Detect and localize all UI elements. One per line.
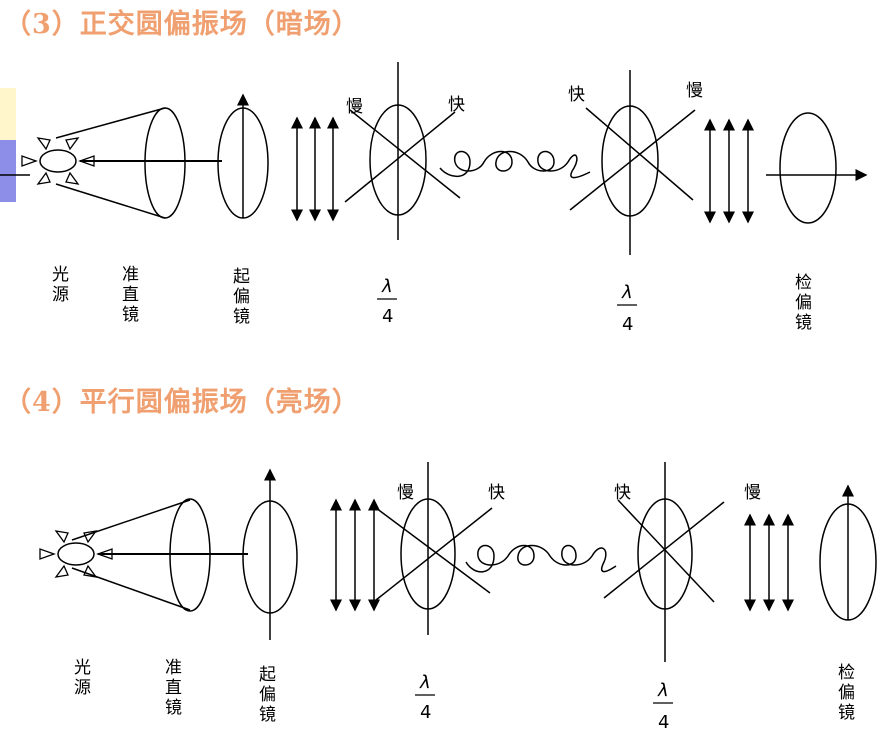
analyzer-label: 检 偏 镜 <box>838 663 860 723</box>
section-title-parallel-circular: （4）平行圆偏振场（亮场） <box>4 387 360 418</box>
slow-axis-label: 慢 <box>346 96 363 117</box>
quarter-wave-plate-1 <box>344 62 461 240</box>
circular-polarization-helix <box>439 150 591 179</box>
polarizer <box>242 468 298 640</box>
polarizer <box>217 93 269 219</box>
vertical-polarization-arrows-1 <box>330 498 380 612</box>
svg-text:4: 4 <box>382 306 393 327</box>
quarter-wave-plate-2 <box>603 462 725 662</box>
quarter-wave-label-2: λ 4 <box>617 282 637 335</box>
fast-axis-label: 快 <box>614 483 631 503</box>
vertical-polarization-arrows-2 <box>704 118 754 224</box>
svg-text:λ: λ <box>621 282 633 303</box>
quarter-wave-plate-1 <box>375 462 493 635</box>
analyzer-label: 检 偏 镜 <box>795 273 817 333</box>
light-source-label: 光 源 <box>74 658 96 698</box>
quarter-wave-plate-2 <box>569 70 696 255</box>
polarizer-label: 起 偏 镜 <box>233 267 255 327</box>
svg-text:λ: λ <box>381 276 393 297</box>
vertical-polarization-arrows-1 <box>291 116 339 222</box>
fast-axis-label: 快 <box>448 95 465 115</box>
svg-text:λ: λ <box>657 680 669 701</box>
vertical-polarization-arrows-2 <box>744 513 794 612</box>
section-title-crossed-circular: （3）正交圆偏振场（暗场） <box>4 9 360 40</box>
quarter-wave-label-1: λ 4 <box>415 672 435 723</box>
fast-axis-label: 快 <box>568 85 585 105</box>
side-tab-blue <box>0 140 16 202</box>
collimator-label: 准 直 镜 <box>122 265 144 325</box>
slow-axis-label: 慢 <box>686 80 703 101</box>
svg-text:λ: λ <box>419 672 431 693</box>
analyzer <box>766 112 868 224</box>
quarter-wave-label-2: λ 4 <box>653 680 673 733</box>
light-source-icon <box>0 137 95 185</box>
slow-axis-label: 慢 <box>397 482 414 503</box>
svg-text:4: 4 <box>622 314 633 335</box>
analyzer <box>819 484 877 621</box>
diagram-parallel-circular: 慢 快 快 慢 光 源 准 直 镜 起 偏 镜 λ 4 λ 4 <box>39 462 877 733</box>
side-tab-yellow <box>0 88 16 140</box>
circular-polarization-helix <box>465 544 617 573</box>
diagram-crossed-circular: 慢 快 快 慢 光 源 准 直 镜 起 偏 镜 λ 4 λ 4 <box>0 62 868 335</box>
collimator-lens <box>55 107 186 219</box>
polarizer-label: 起 偏 镜 <box>259 665 281 725</box>
light-source-label: 光 源 <box>52 265 74 305</box>
fast-axis-label: 快 <box>488 483 505 503</box>
slow-axis-label: 慢 <box>744 482 761 503</box>
svg-text:4: 4 <box>658 712 669 733</box>
quarter-wave-label-1: λ 4 <box>377 276 397 327</box>
collimator-label: 准 直 镜 <box>165 658 187 718</box>
svg-text:4: 4 <box>420 702 431 723</box>
